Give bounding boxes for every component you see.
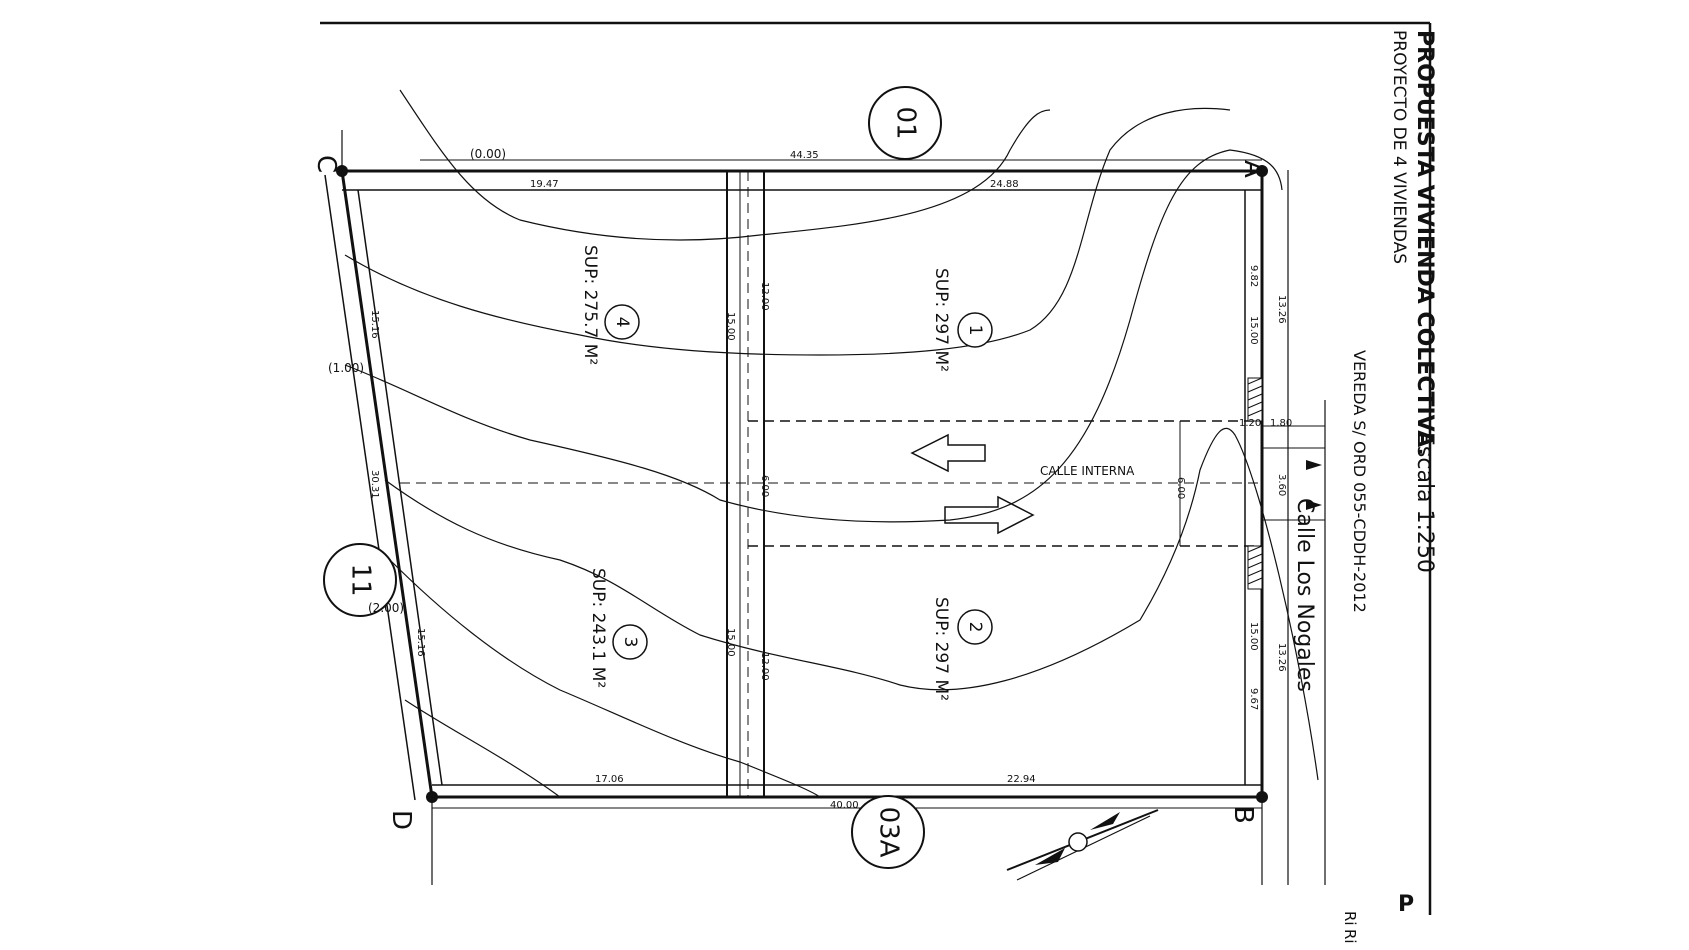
- dim-right-lower-a: 15.00: [1248, 622, 1259, 651]
- dim-mid-upper-b: 12.00: [759, 282, 770, 311]
- marker-01: 01: [868, 86, 942, 160]
- corner-c-label: C: [311, 155, 341, 173]
- title-edge-cut: P: [1398, 892, 1414, 917]
- dim-right-upper-b: 13.26: [1276, 295, 1287, 324]
- arrow-left-icon: [910, 433, 986, 473]
- svg-text:4: 4: [612, 317, 632, 328]
- dim-top-right: 24.88: [990, 179, 1019, 190]
- svg-text:SUP: 243.1 M²: SUP: 243.1 M²: [588, 568, 608, 688]
- title-scale: Escala 1:250: [1412, 432, 1437, 573]
- street-name: Calle Los Nogales: [1292, 498, 1317, 692]
- title-block: PROPUESTA VIVIENDA COLECTIVA. Escala 1:2…: [1292, 30, 1437, 692]
- title-main: PROPUESTA VIVIENDA COLECTIVA.: [1412, 30, 1437, 456]
- access-marker-icon: [1306, 460, 1322, 470]
- lot-4: 4 SUP: 275.7 M²: [580, 245, 640, 365]
- dim-right-upper-a: 9.82: [1248, 265, 1259, 287]
- corner-d-label: D: [386, 810, 416, 830]
- title-edge-line-1: Ri: [1341, 911, 1359, 926]
- internal-street: [400, 420, 1325, 547]
- dim-right-lower-b: 13.26: [1276, 643, 1287, 672]
- lot-2: 2 SUP: 297 M²: [931, 597, 993, 701]
- marker-11: 11: [323, 543, 397, 617]
- corner-b-label: B: [1228, 806, 1258, 824]
- level-0: (0.00): [470, 147, 506, 161]
- title-project: PROYECTO DE 4 VIVIENDAS: [1389, 30, 1409, 264]
- svg-text:SUP: 297 M²: SUP: 297 M²: [931, 597, 951, 701]
- dim-access-b: 1.80: [1270, 418, 1292, 429]
- corner-a-point: [1256, 165, 1268, 177]
- lot-1: 1 SUP: 297 M²: [931, 268, 993, 372]
- dim-mid-lower-b: 12.00: [759, 652, 770, 681]
- dim-bottom-total: 40.00: [830, 800, 859, 811]
- svg-text:SUP: 297 M²: SUP: 297 M²: [931, 268, 951, 372]
- gate-posts: [1247, 377, 1263, 590]
- svg-text:03A: 03A: [874, 807, 904, 858]
- north-arrow-icon: [1006, 809, 1159, 881]
- svg-text:2: 2: [965, 622, 985, 633]
- dim-street-width-right: 6.00: [1175, 477, 1186, 499]
- dim-mid-lower-a: 15.00: [725, 628, 736, 657]
- dim-access-a: 1.20: [1239, 418, 1261, 429]
- lot-divider: [726, 171, 765, 797]
- dim-bottom-right: 22.94: [1007, 774, 1036, 785]
- level-1: (1.00): [328, 361, 364, 375]
- dim-mid-upper-a: 15.00: [725, 312, 736, 341]
- title-edge-line-2: Ri: [1341, 929, 1359, 944]
- dim-right-upper-c: 15.00: [1248, 316, 1259, 345]
- dim-left-lower: 15.16: [415, 628, 426, 657]
- svg-text:SUP: 275.7 M²: SUP: 275.7 M²: [580, 245, 600, 365]
- corner-b-point: [1256, 791, 1268, 803]
- internal-street-label: CALLE INTERNA: [1040, 464, 1135, 478]
- sidewalk-label: VEREDA S/ ORD 055-CDDH-2012: [1350, 350, 1369, 613]
- access-marker-icon: [1306, 500, 1322, 510]
- svg-text:11: 11: [346, 563, 376, 596]
- corner-a-label: A: [1238, 160, 1268, 178]
- dim-top-left: 19.47: [530, 179, 559, 190]
- corner-d-point: [426, 791, 438, 803]
- lot-3: 3 SUP: 243.1 M²: [588, 568, 648, 688]
- svg-text:01: 01: [891, 106, 921, 139]
- corner-c-point: [336, 165, 348, 177]
- arrow-right-icon: [944, 495, 1035, 535]
- dim-bottom-left: 17.06: [595, 774, 624, 785]
- dim-street-width-center: 6.00: [759, 475, 770, 497]
- marker-03a: 03A: [851, 795, 925, 869]
- property-boundary: [324, 169, 1264, 801]
- dim-access-width: 3.60: [1276, 474, 1287, 496]
- dim-left-upper: 15.16: [369, 310, 380, 339]
- contour-lines: [344, 89, 1319, 798]
- dim-top-total: 44.35: [790, 150, 819, 161]
- dim-right-lower-c: 9.67: [1248, 688, 1259, 710]
- svg-text:1: 1: [965, 325, 985, 336]
- level-2: (2.00): [368, 601, 404, 615]
- svg-text:3: 3: [620, 637, 640, 648]
- dim-left-mid: 30.31: [369, 470, 380, 499]
